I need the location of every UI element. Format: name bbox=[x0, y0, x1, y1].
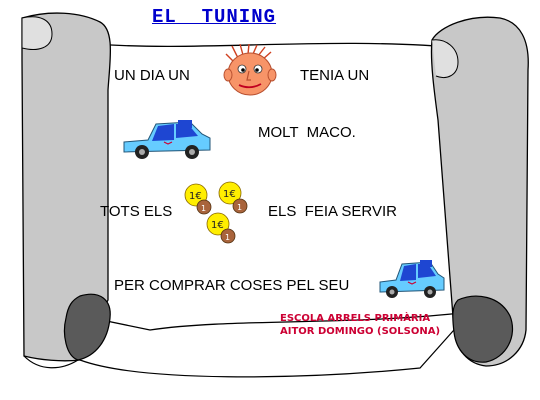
svg-text:1: 1 bbox=[225, 233, 230, 242]
euro-coin-icon: 1€ 1 bbox=[206, 212, 236, 244]
line4-text: PER COMPRAR COSES PEL SEU bbox=[114, 277, 350, 294]
line3-right-text: ELS FEIA SERVIR bbox=[268, 203, 397, 220]
euro-coin-icon: 1€ 1 bbox=[184, 183, 212, 215]
euro-coins-icon: 1€ 1 1€ 1 1€ 1 bbox=[184, 181, 248, 244]
line1-right-text: TENIA UN bbox=[300, 67, 370, 84]
credit-school: ESCOLA ARRELS PRIMÀRIA bbox=[280, 313, 431, 324]
svg-text:1€: 1€ bbox=[211, 220, 224, 231]
car-icon bbox=[379, 260, 445, 298]
credit-author: AITOR DOMINGO (SOLSONA) bbox=[280, 326, 441, 337]
line3-left-text: TOTS ELS bbox=[100, 203, 173, 220]
page-title: EL TUNING bbox=[151, 6, 277, 28]
svg-text:1: 1 bbox=[237, 203, 242, 212]
boy-face-icon bbox=[223, 44, 277, 96]
svg-text:1€: 1€ bbox=[223, 189, 236, 200]
euro-coin-icon: 1€ 1 bbox=[218, 181, 248, 214]
svg-text:1: 1 bbox=[201, 204, 206, 213]
svg-text:1€: 1€ bbox=[189, 191, 202, 202]
line2-text: MOLT MACO. bbox=[258, 124, 356, 141]
car-icon bbox=[123, 120, 211, 159]
line1-left-text: UN DIA UN bbox=[114, 67, 190, 84]
